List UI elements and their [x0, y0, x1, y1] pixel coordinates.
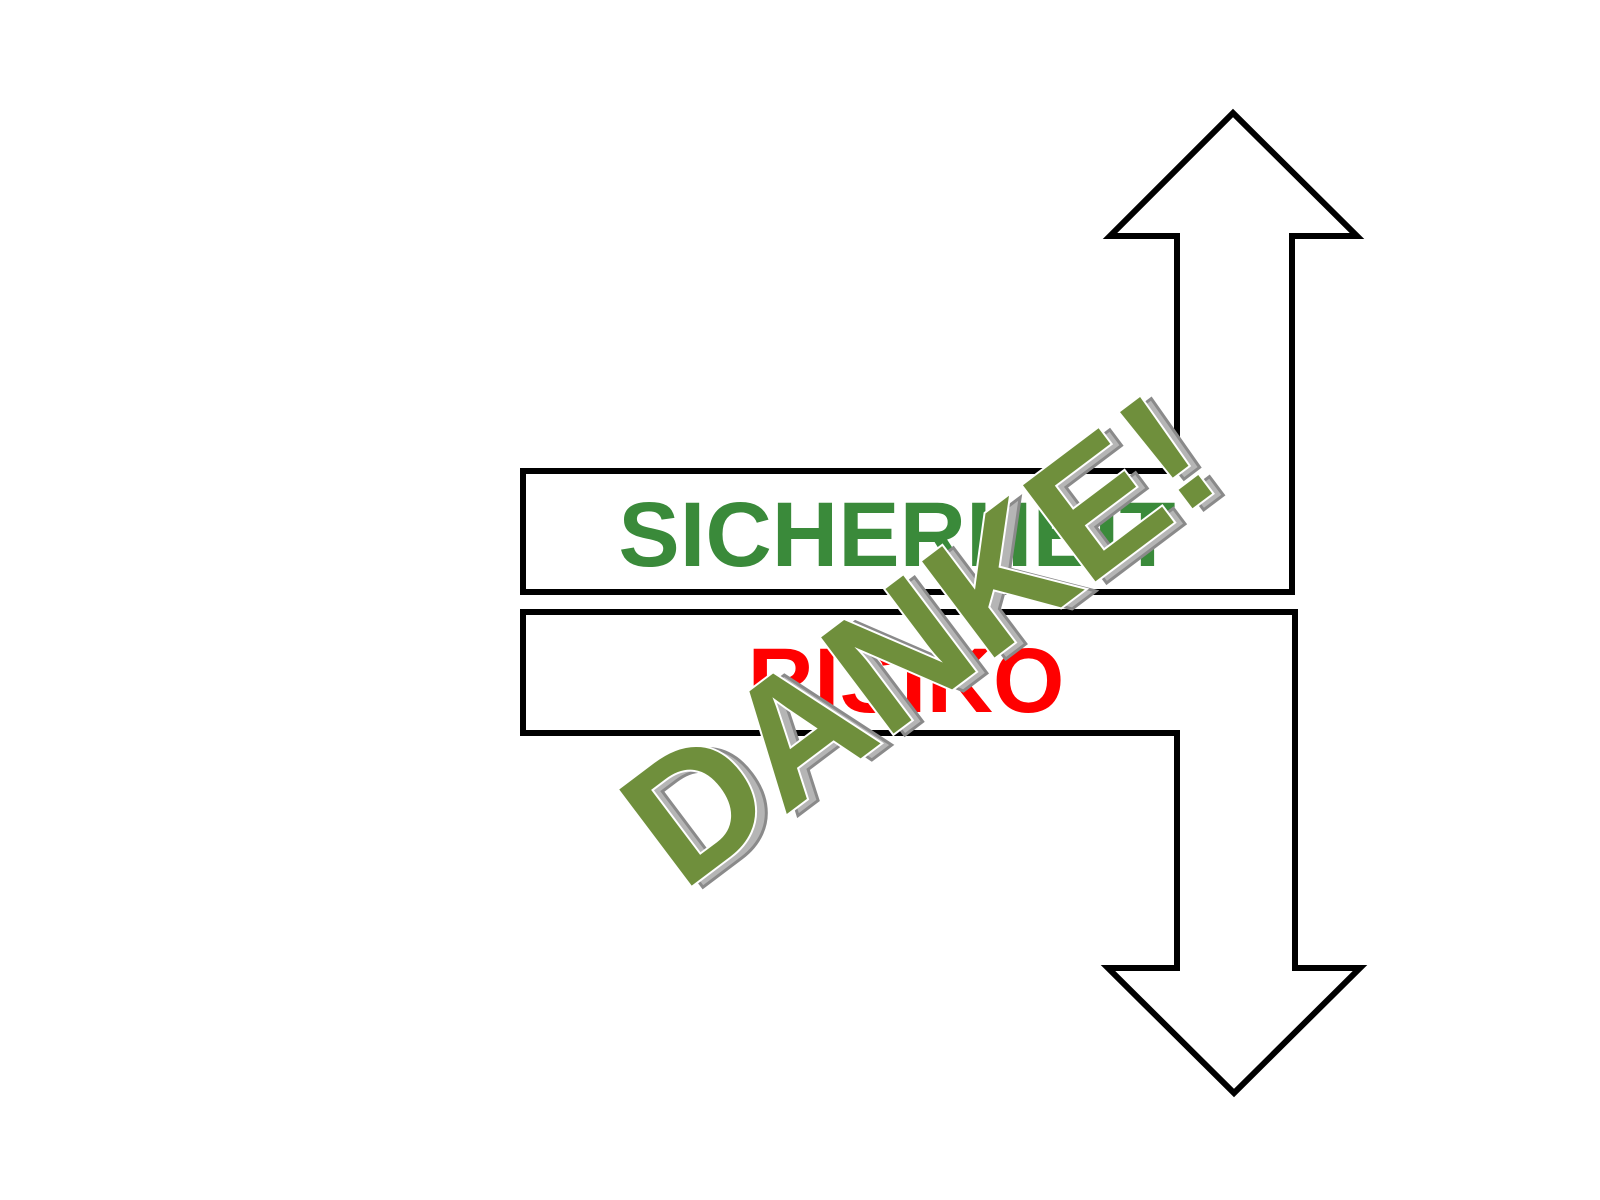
lower-label: RISIKO: [748, 630, 1065, 732]
upper-label: SICHERHEIT: [618, 484, 1175, 586]
lower-arrow-shape: [520, 609, 1368, 1098]
upper-arrow-shape: [520, 108, 1365, 595]
